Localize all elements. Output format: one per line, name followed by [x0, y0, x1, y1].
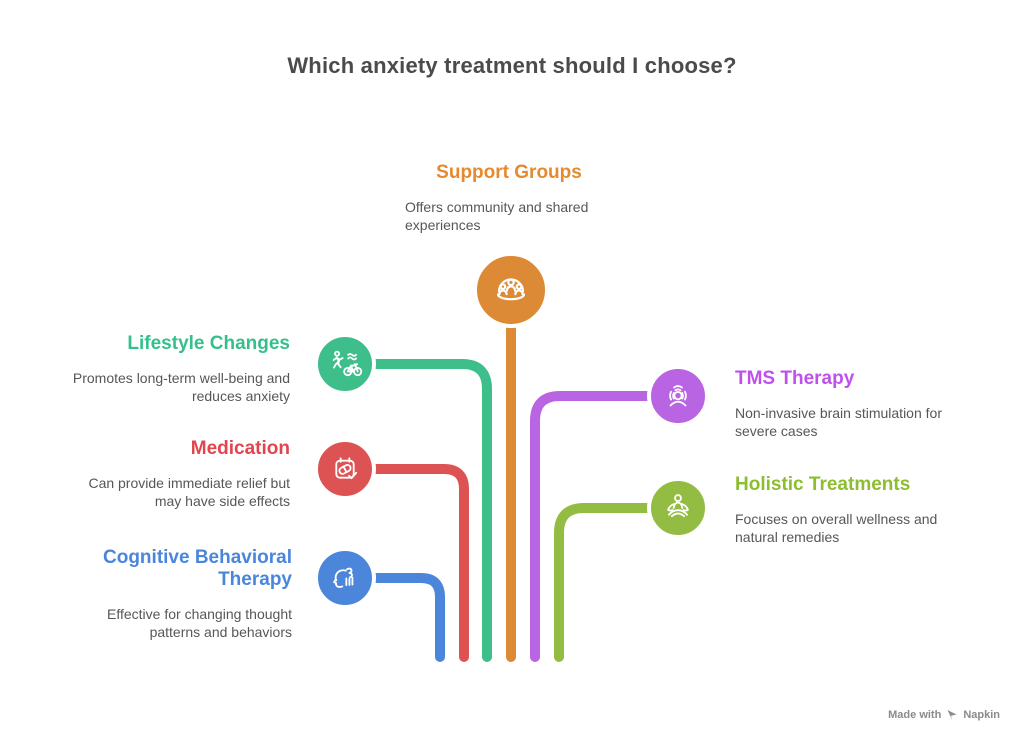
watermark: Made with Napkin: [888, 709, 1000, 721]
connector-medication: [340, 464, 469, 662]
node-description: Focuses on overall wellness and natural …: [735, 511, 938, 546]
node-description: Offers community and shared experiences: [405, 199, 589, 234]
node-title: Medication: [190, 438, 290, 459]
support-groups-node: [473, 252, 549, 328]
holistic-treatments-text: Holistic Treatments Focuses on overall w…: [735, 474, 963, 546]
node-description: Non-invasive brain stimulation for sever…: [735, 405, 942, 440]
page-title: Which anxiety treatment should I choose?: [287, 53, 737, 78]
node-title: Support Groups: [436, 162, 582, 183]
connector-lifestyle: [340, 359, 492, 662]
connector-cbt: [340, 573, 445, 662]
cbt-text: Cognitive Behavioral Therapy Effective f…: [75, 547, 292, 641]
tms-therapy-node: [647, 365, 709, 427]
cbt-node: [314, 547, 376, 609]
node-title: Cognitive Behavioral Therapy: [103, 547, 292, 591]
triathlon-icon: [332, 350, 363, 377]
node-title: Holistic Treatments: [735, 474, 911, 495]
meditation-icon: [667, 494, 689, 518]
watermark-prefix: Made with: [888, 709, 942, 721]
holistic-treatments-node: [647, 477, 709, 539]
connector-tms: [530, 391, 683, 662]
lifestyle-changes-text: Lifestyle Changes Promotes long-term wel…: [50, 333, 290, 405]
medication-node: [314, 438, 376, 500]
napkin-logo-icon: [947, 710, 957, 720]
support-groups-text: Support Groups Offers community and shar…: [405, 162, 613, 234]
lifestyle-changes-node: [314, 333, 376, 395]
watermark-brand: Napkin: [963, 709, 1000, 721]
brain-stimulation-icon: [669, 385, 687, 407]
node-description: Effective for changing thought patterns …: [107, 606, 292, 641]
node-title: TMS Therapy: [735, 368, 855, 389]
node-description: Promotes long-term well-being and reduce…: [72, 370, 290, 405]
node-title: Lifestyle Changes: [127, 333, 290, 354]
tms-therapy-text: TMS Therapy Non-invasive brain stimulati…: [735, 368, 967, 440]
group-people-icon: [496, 278, 526, 301]
medication-text: Medication Can provide immediate relief …: [65, 438, 290, 510]
pill-calendar-icon: [335, 457, 358, 480]
head-hand-icon: [333, 567, 354, 588]
connector-holistic: [554, 503, 683, 662]
node-description: Can provide immediate relief but may hav…: [88, 475, 290, 510]
